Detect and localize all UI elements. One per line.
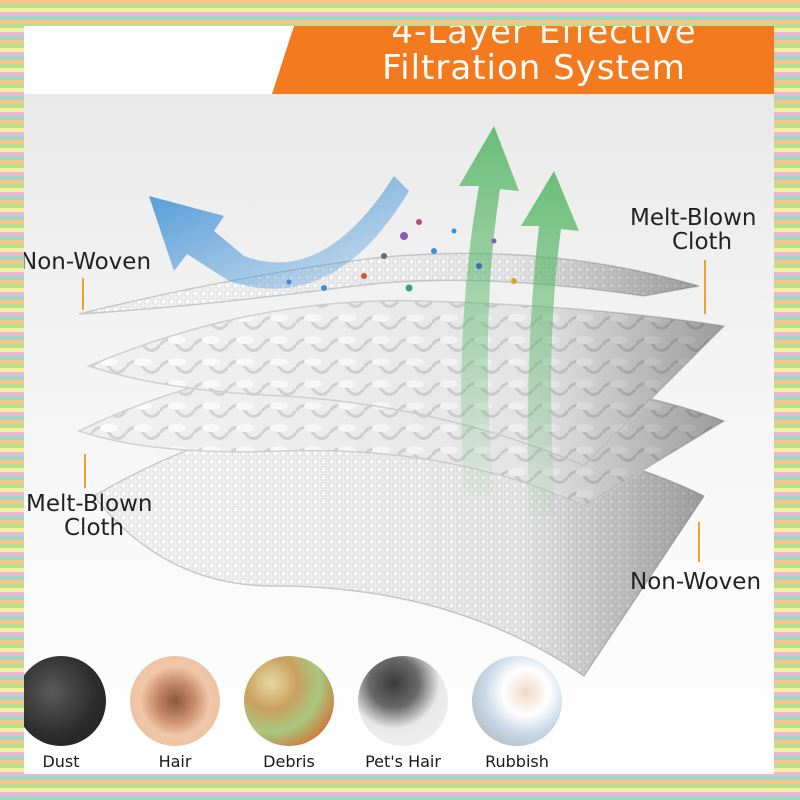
product-image-frame: 4-Layer Effective Filtration System — [24, 26, 774, 774]
dust-icon — [24, 656, 106, 746]
example-caption: Debris — [263, 752, 315, 771]
example-caption: Rubbish — [485, 752, 549, 771]
banner-title-line1: 4-Layer Effective — [391, 26, 697, 52]
label-left-bottom-tick — [84, 454, 86, 488]
example-caption: Hair — [158, 752, 192, 771]
filter-layers-illustration — [77, 126, 726, 678]
label-left-nonwoven: Non-Woven — [24, 249, 152, 275]
hair-icon — [130, 656, 220, 746]
pet-hair-icon — [358, 656, 448, 746]
debris-icon — [244, 656, 334, 746]
label-left-meltblown-line1: Melt-Blown — [26, 491, 153, 517]
label-right-meltblown-line1: Melt-Blown — [630, 205, 757, 231]
rubbish-icon — [472, 656, 562, 746]
label-left-top-tick — [82, 278, 84, 310]
example-pet-hair: Pet's Hair — [356, 656, 450, 771]
layer-upper-meltblown — [86, 299, 726, 467]
blue-reflect-arrow — [149, 176, 409, 289]
example-caption: Pet's Hair — [365, 752, 441, 771]
example-dust: Dust — [24, 656, 108, 771]
example-hair: Hair — [128, 656, 222, 771]
label-right-nonwoven: Non-Woven — [630, 569, 762, 595]
example-rubbish: Rubbish — [470, 656, 564, 771]
label-right-meltblown-line2: Cloth — [672, 229, 733, 255]
particle-dots — [286, 219, 517, 292]
debris-examples-row: Dust Hair Debris Pet's Hair Rubbish — [24, 656, 774, 774]
label-right-bottom-tick — [698, 522, 700, 562]
label-left-meltblown-line2: Cloth — [64, 515, 125, 541]
example-caption: Dust — [42, 752, 80, 771]
example-debris: Debris — [242, 656, 336, 771]
green-airflow-arrows — [459, 126, 579, 516]
banner-title-line2: Filtration System — [382, 48, 686, 88]
title-banner — [272, 26, 774, 94]
label-right-top-tick — [704, 260, 706, 314]
